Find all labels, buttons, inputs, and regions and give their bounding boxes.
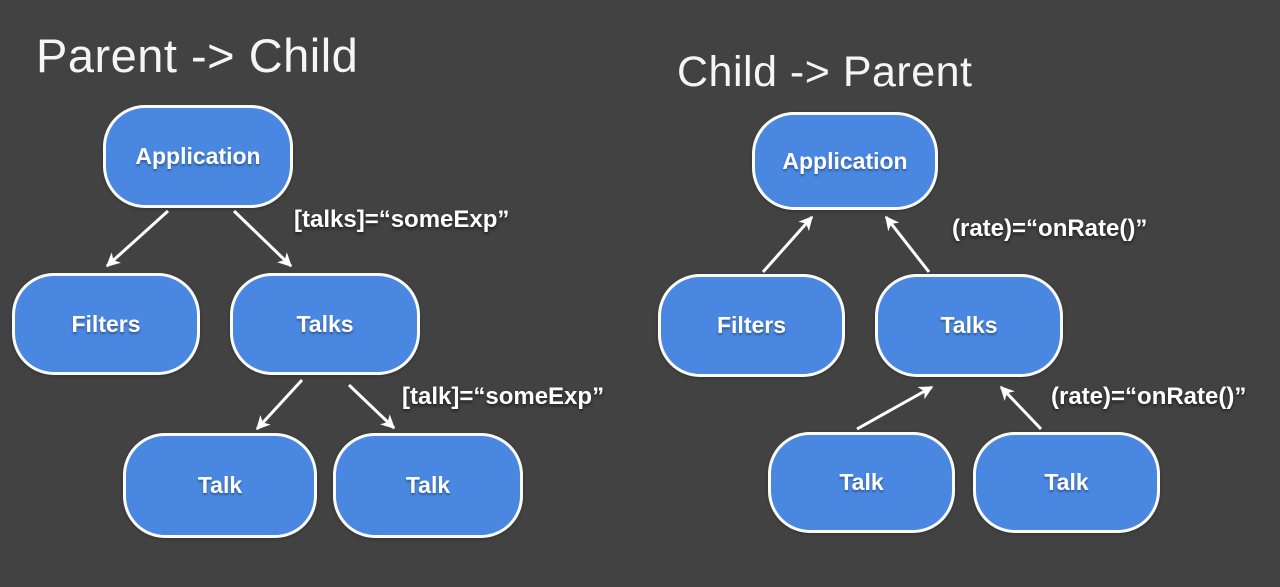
edge-arrow-talk-1-to-talks bbox=[856, 385, 934, 431]
node-label: Talk bbox=[405, 472, 451, 498]
node-filters-parent-to-child: Filters bbox=[12, 273, 200, 375]
node-label: Talks bbox=[940, 312, 998, 338]
node-talks-parent-to-child: Talks bbox=[230, 273, 420, 375]
edge-arrow-application-to-talks bbox=[232, 209, 293, 268]
diagram-title-parent-to-child: Parent -> Child bbox=[36, 29, 359, 82]
node-label: Talks bbox=[296, 310, 354, 337]
node-label: Talk bbox=[197, 472, 243, 498]
node-label: Talk bbox=[1044, 469, 1089, 495]
node-label: Application bbox=[782, 147, 908, 174]
node-label: Filters bbox=[716, 312, 787, 338]
binding-annotation: [talk]=“someExp” bbox=[402, 383, 605, 410]
edge-arrow-talks-to-application bbox=[884, 215, 931, 273]
edge-arrow-talk-2-to-talks bbox=[999, 385, 1043, 431]
edge-arrow-talks-to-talk-1 bbox=[255, 378, 304, 431]
node-talks-child-to-parent: Talks bbox=[875, 274, 1063, 377]
node-talk-2-child-to-parent: Talk bbox=[973, 432, 1160, 533]
diagram-title-child-to-parent: Child -> Parent bbox=[677, 48, 973, 96]
node-talk-1-child-to-parent: Talk bbox=[768, 432, 955, 533]
edge-arrow-application-to-filters bbox=[105, 209, 170, 268]
node-talk-1-parent-to-child: Talk bbox=[123, 433, 317, 538]
node-label: Application bbox=[135, 143, 261, 169]
node-label: Talk bbox=[839, 469, 884, 495]
node-application-parent-to-child: Application bbox=[103, 105, 293, 208]
node-talk-2-parent-to-child: Talk bbox=[333, 433, 523, 538]
binding-annotation: (rate)=“onRate()” bbox=[1051, 383, 1247, 410]
node-filters-child-to-parent: Filters bbox=[658, 274, 845, 377]
binding-annotation: (rate)=“onRate()” bbox=[952, 215, 1148, 242]
node-label: Filters bbox=[71, 310, 141, 337]
edge-arrow-filters-to-application bbox=[761, 215, 814, 273]
binding-annotation: [talks]=“someExp” bbox=[294, 206, 510, 233]
edge-arrow-talks-to-talk-2 bbox=[347, 383, 396, 430]
node-application-child-to-parent: Application bbox=[752, 112, 938, 210]
